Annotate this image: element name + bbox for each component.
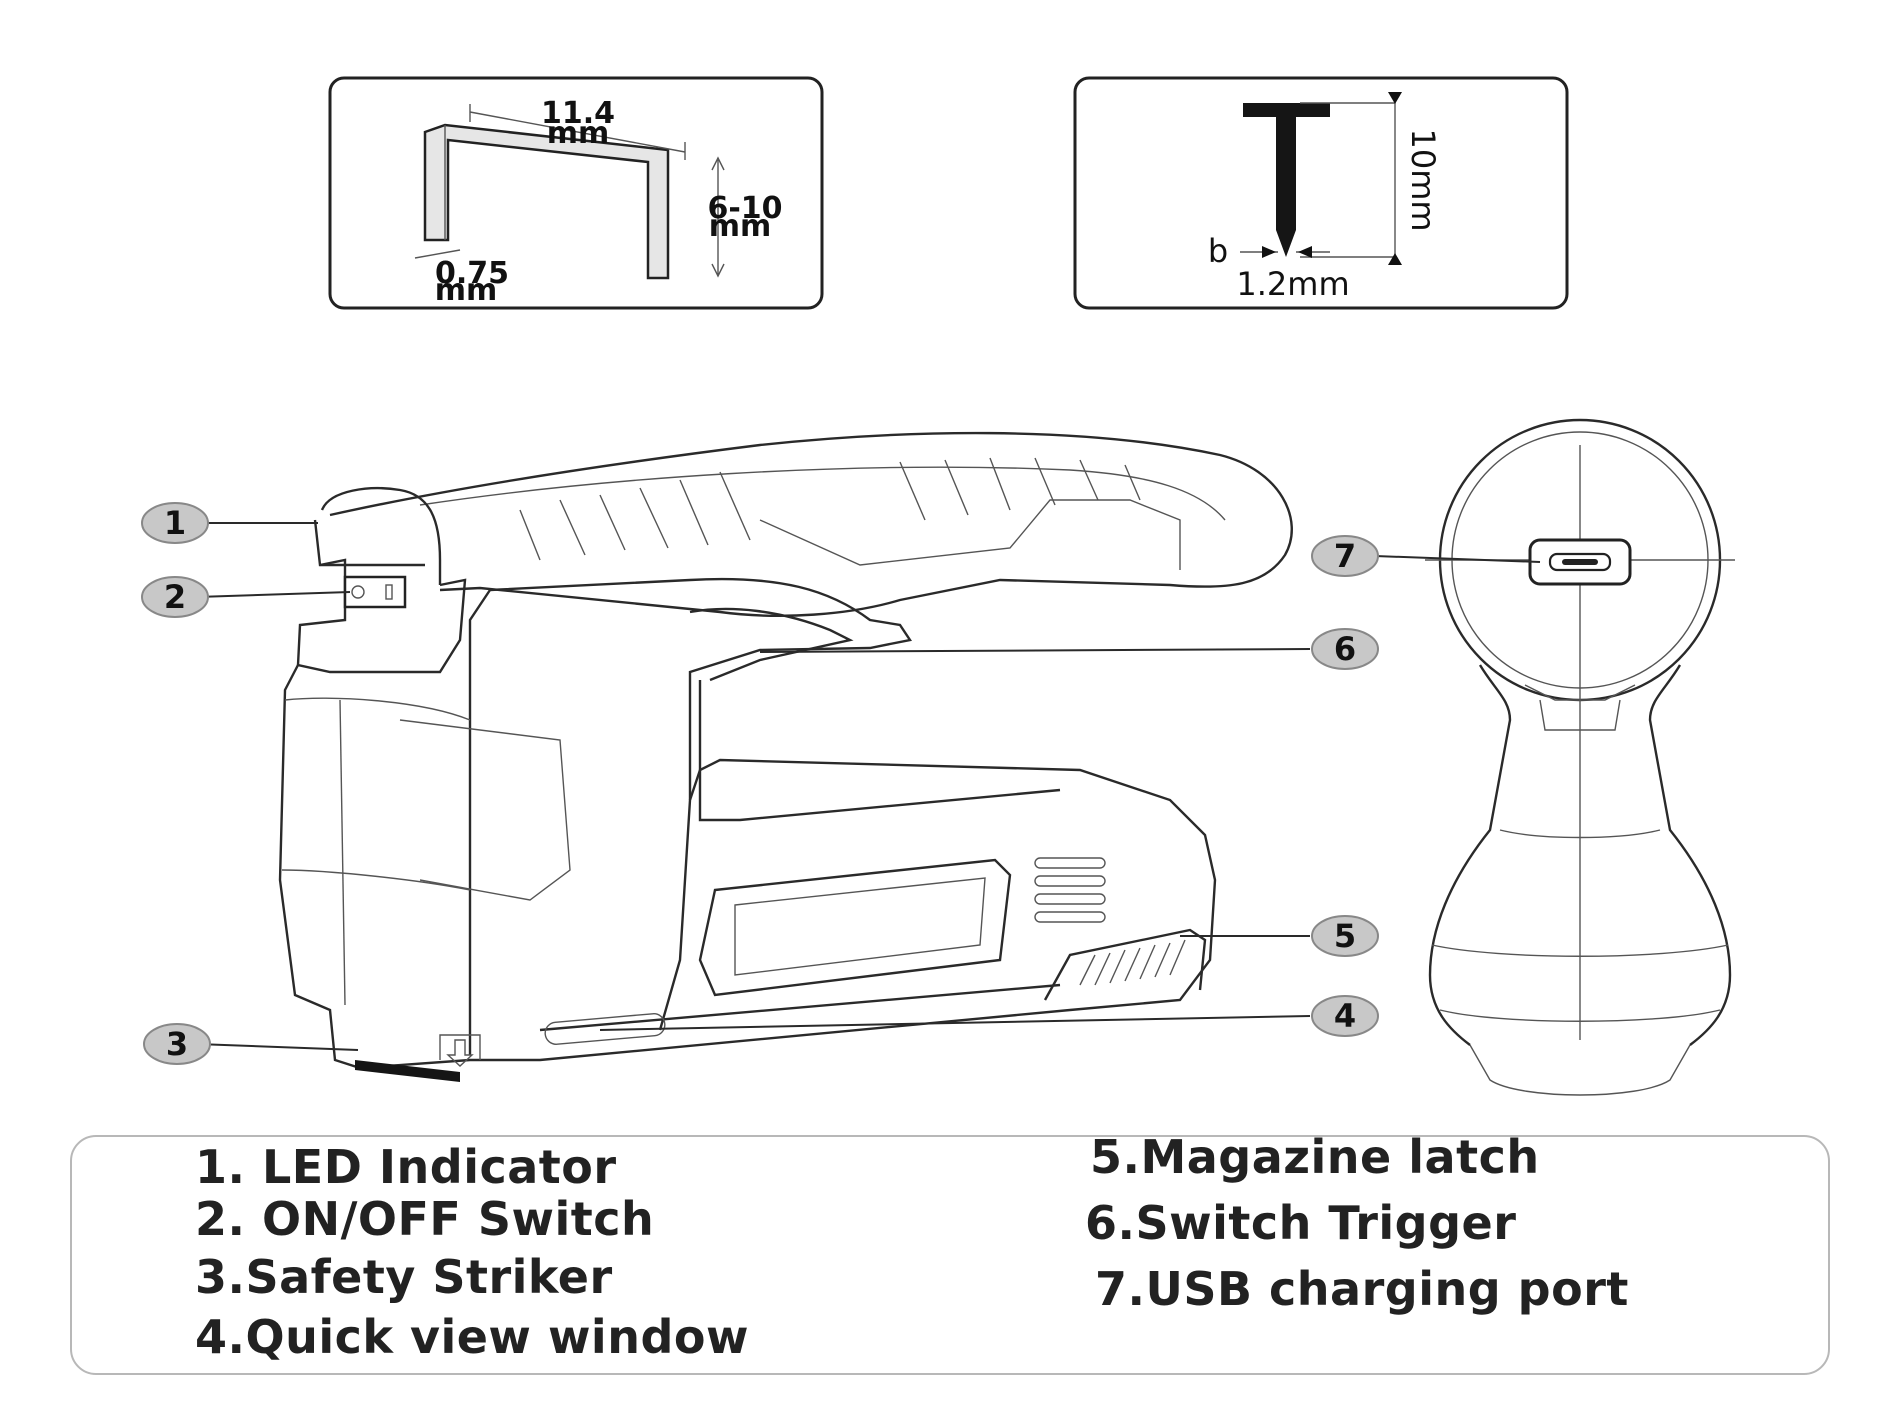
stapler-side-view — [278, 431, 1293, 1082]
svg-text:2: 2 — [164, 578, 186, 616]
stapler-back-view — [1425, 418, 1735, 1096]
callout-badge-6: 6 — [1311, 628, 1379, 670]
staple-height-value: 6-10 — [707, 191, 782, 226]
legend-item-switch-trigger: 6.Switch Trigger — [1085, 1196, 1517, 1250]
staple-width-unit: mm — [547, 116, 610, 151]
nail-spec-panel: 10mm b 1.2mm — [1073, 76, 1569, 310]
svg-text:1: 1 — [164, 504, 186, 542]
legend-item-quick-view-window: 4.Quick view window — [195, 1310, 749, 1364]
callout-badge-3: 3 — [143, 1023, 211, 1065]
nail-icon — [1243, 103, 1330, 257]
callout-badge-5: 5 — [1311, 915, 1379, 957]
staple-width-value: 11.4 — [541, 96, 615, 131]
callout-badge-4: 4 — [1311, 995, 1379, 1037]
legend-panel — [70, 1135, 1830, 1375]
staple-icon — [423, 123, 670, 280]
staple-wire-unit: mm — [435, 273, 498, 308]
svg-text:5: 5 — [1334, 917, 1356, 955]
nail-b-label: b — [1208, 232, 1228, 270]
callout-badge-7: 7 — [1311, 535, 1379, 577]
legend-item-on-off-switch: 2. ON/OFF Switch — [195, 1192, 655, 1246]
legend-item-magazine-latch: 5.Magazine latch — [1090, 1130, 1540, 1184]
legend-item-led-indicator: 1. LED Indicator — [195, 1140, 617, 1194]
legend-item-usb-charging-port: 7.USB charging port — [1095, 1262, 1629, 1316]
staple-spec-panel: 11.4 mm 6-10 mm 0.75 mm — [328, 76, 824, 310]
svg-text:6: 6 — [1334, 630, 1356, 668]
svg-text:3: 3 — [166, 1025, 188, 1063]
callout-badge-1: 1 — [141, 502, 209, 544]
staple-wire-value: 0.75 — [435, 256, 509, 291]
staple-height-unit: mm — [709, 209, 772, 244]
svg-text:7: 7 — [1334, 537, 1356, 575]
callout-lines — [196, 522, 1541, 1051]
callout-badge-2: 2 — [141, 576, 209, 618]
nail-length: 10mm — [1404, 128, 1442, 231]
svg-text:4: 4 — [1334, 997, 1356, 1035]
nail-diameter: 1.2mm — [1236, 265, 1349, 303]
legend-item-safety-striker: 3.Safety Striker — [195, 1250, 613, 1304]
